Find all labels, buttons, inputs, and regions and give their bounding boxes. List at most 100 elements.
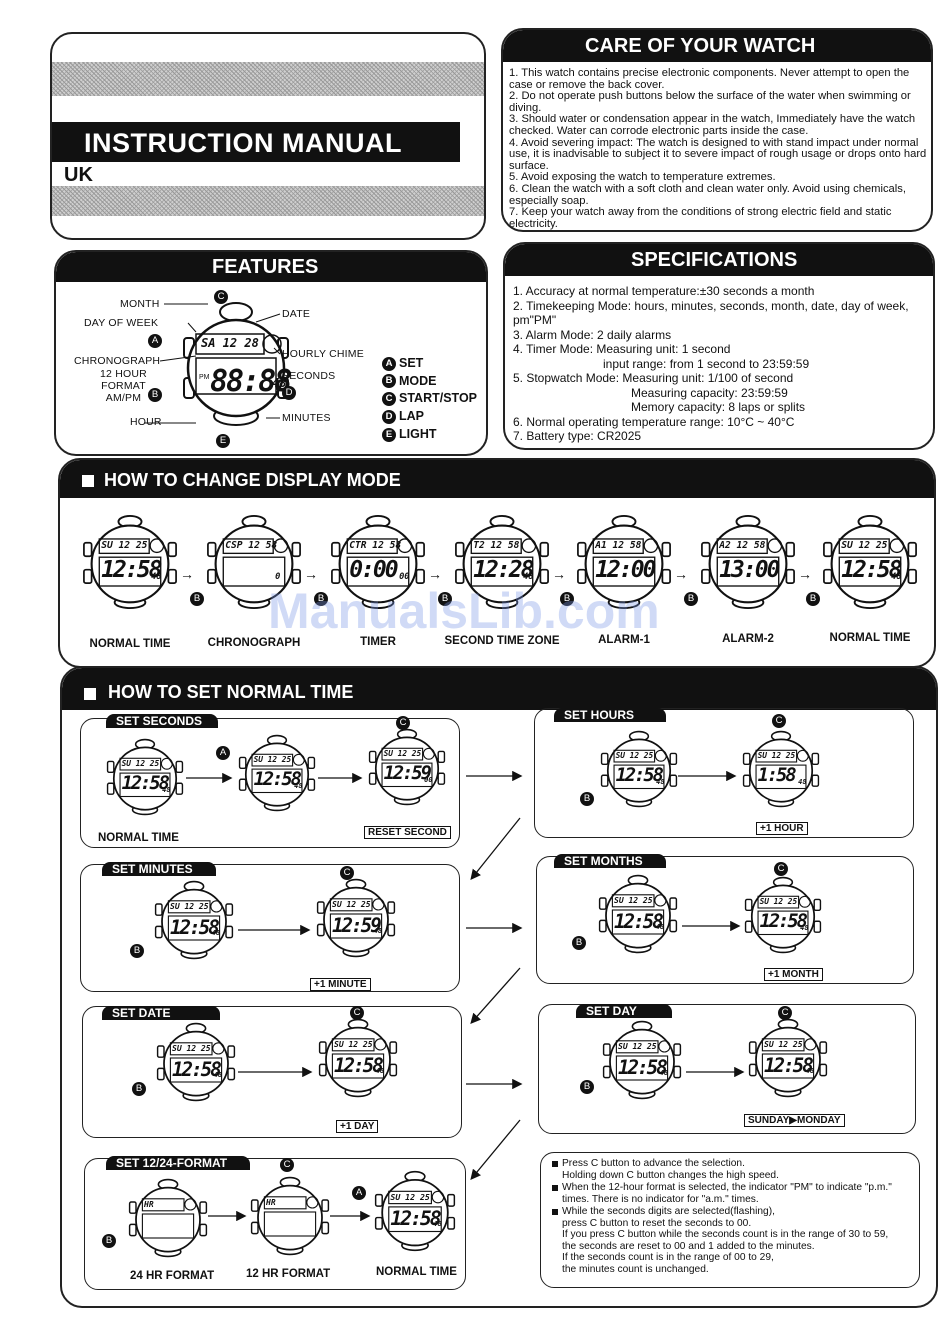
note-2: When the 12-hour format is selected, the…: [552, 1182, 916, 1205]
care-item: 5. Avoid exposing the watch to temperatu…: [509, 171, 776, 184]
features-panel: FEATURES SA 12 28 PM 88:88 48 MONTH DAY …: [54, 250, 488, 456]
specs-panel: SPECIFICATIONS 1. Accuracy at normal tem…: [503, 242, 935, 450]
set-months-caption: +1 MONTH: [764, 968, 823, 981]
set-minutes-c-marker: C: [340, 866, 354, 880]
set-day-b-marker: B: [580, 1080, 594, 1094]
set-hours-caption: +1 HOUR: [756, 822, 808, 835]
set-date-panel: [82, 1006, 462, 1138]
features-pm-indicator: PM: [199, 374, 210, 381]
care-item: 3. Should water or condensation appear i…: [509, 113, 916, 137]
watch-lcd-sec: 48: [798, 776, 807, 786]
set-time-arrows: [186, 770, 745, 1222]
watch-set-14: HR: [250, 1176, 330, 1256]
mode-button-b-marker: B: [560, 592, 574, 606]
mode-button-b-marker: B: [314, 592, 328, 606]
mode-caption: SECOND TIME ZONE: [444, 635, 560, 647]
set-day-c-marker: C: [778, 1006, 792, 1020]
mode-caption: NORMAL TIME: [89, 638, 171, 650]
watch-lcd-sec: 48: [375, 1066, 385, 1075]
watch-lcd-main: 12:00: [595, 557, 656, 584]
watch-lcd-main: 13:00: [719, 557, 780, 584]
watch-lcd-top: A1 12 58: [595, 539, 642, 551]
watch-lcd-main: 12:58: [764, 1054, 814, 1077]
note-line: Holding down C button changes the high s…: [562, 1169, 779, 1181]
legend-letter: C: [382, 392, 396, 407]
note-line: Press C button to advance the selection.: [562, 1158, 745, 1169]
specs-list: 1. Accuracy at normal temperature:±30 se…: [513, 284, 933, 444]
watch-lcd-main: 12:58: [390, 1206, 441, 1230]
set-hours-title: SET HOURS: [554, 708, 666, 722]
set-months-b-marker: B: [572, 936, 586, 950]
set-seconds-title: SET SECONDS: [106, 714, 218, 728]
watch-mode-5: A2 12 58 13:00: [700, 514, 796, 610]
features-lcd-main: 88:88: [210, 364, 292, 399]
watch-lcd-main: 1:58: [757, 765, 797, 787]
mode-caption: ALARM-2: [722, 633, 774, 645]
watch-lcd-main: 12:58: [121, 773, 170, 795]
legend-letter: A: [382, 356, 396, 371]
watch-lcd-sec: 48: [211, 928, 221, 937]
note-line: While the seconds digits are selected(fl…: [562, 1206, 775, 1217]
watch-lcd-main: 12:58: [614, 910, 664, 933]
set-format-caption-3: NORMAL TIME: [376, 1266, 457, 1278]
display-mode-bullet: [82, 475, 94, 487]
spec-item: Measuring capacity: 23:59:59: [631, 385, 788, 400]
spec-item: 2. Timekeeping Mode: hours, minutes, sec…: [513, 298, 909, 313]
label-date: DATE: [282, 308, 311, 320]
spec-item: 3. Alarm Mode: 2 daily alarms: [513, 327, 672, 342]
watch-lcd-top: SU 12 25: [618, 1041, 657, 1051]
region-label: UK: [64, 164, 93, 186]
care-title-bar: CARE OF YOUR WATCH: [503, 30, 931, 62]
watch-lcd-top: SU 12 25: [764, 1039, 803, 1049]
watch-lcd-top: A2 12 58: [719, 539, 766, 551]
note-line: the seconds are reset to 00 and 1 added …: [562, 1240, 815, 1252]
watch-lcd-sec: 48: [162, 784, 171, 794]
watch-lcd-main: 12:58: [172, 1058, 222, 1081]
features-lcd-top: SA 12 28: [201, 336, 259, 350]
set-hours-panel: [534, 708, 914, 838]
set-seconds-panel: [80, 718, 460, 848]
watch-lcd-top: SU 12 25: [383, 749, 422, 759]
watch-lcd-top: CSP 12 58: [225, 539, 278, 551]
manual-title: INSTRUCTION MANUAL: [84, 128, 402, 158]
care-list: 1. This watch contains precise electroni…: [509, 67, 929, 230]
set-hours-c-marker: C: [772, 714, 786, 728]
set-seconds-a-marker: A: [216, 746, 230, 760]
header-hatch-bottom: [52, 186, 484, 216]
watch-lcd-main: 12:58: [170, 916, 220, 939]
watch-lcd-top: SU 12 25: [614, 895, 653, 905]
watch-lcd-top: SU 12 25: [759, 897, 798, 907]
watch-lcd-main: 12:59: [332, 914, 382, 937]
set-minutes-panel: [80, 864, 460, 992]
manual-title-bar: INSTRUCTION MANUAL: [52, 122, 460, 162]
label-hour: HOUR: [130, 416, 162, 428]
spec-item: 6. Normal operating temperature range: 1…: [513, 414, 795, 429]
spec-item: 5. Stopwatch Mode: Measuring unit: 1/100…: [513, 371, 794, 385]
feature-letter-e: E: [216, 434, 230, 448]
features-lcd-sec: 48: [272, 376, 287, 390]
watch-lcd-top: SU 12 25: [615, 751, 654, 761]
watch-lcd-top: SU 12 25: [121, 759, 160, 769]
watch-lcd-top: SU 12 25: [841, 539, 888, 551]
watch-lcd-sec: 48: [151, 571, 162, 582]
legend-letter: E: [382, 427, 396, 442]
feature-letter-b: B: [148, 388, 162, 402]
set-months-c-marker: C: [774, 862, 788, 876]
notes-panel: [540, 1152, 920, 1288]
header-panel: INSTRUCTION MANUAL UK: [50, 32, 486, 240]
